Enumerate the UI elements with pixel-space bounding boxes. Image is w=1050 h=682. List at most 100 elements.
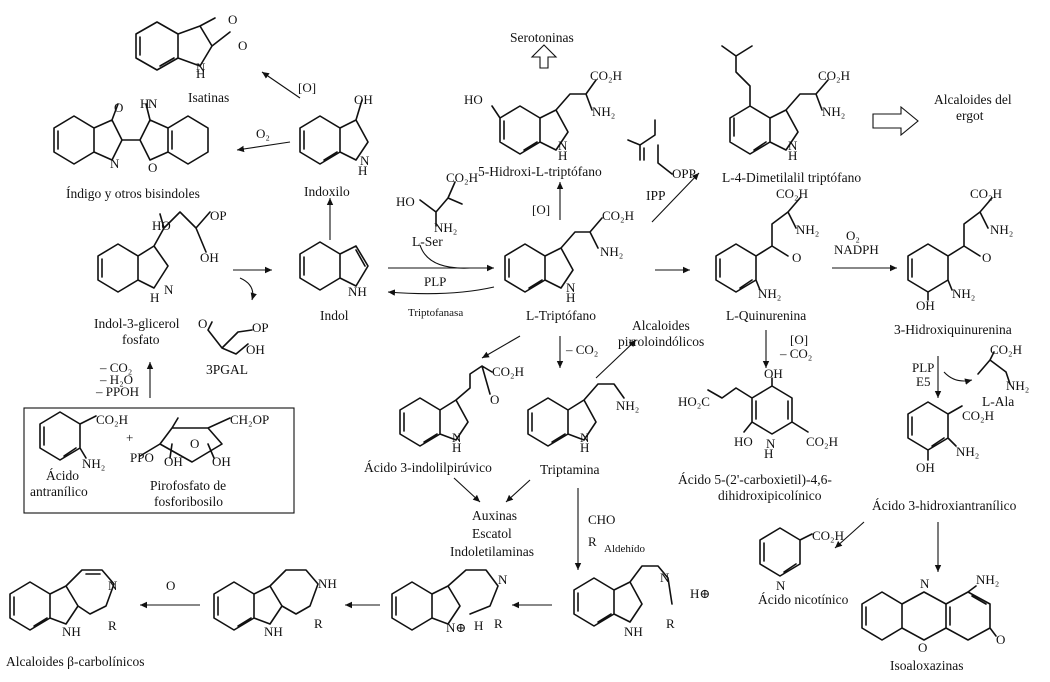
antranilico-co2h: CO₂H [96, 412, 128, 427]
indol-bonds [299, 241, 369, 291]
igp-oh: OH [200, 250, 219, 265]
label-indol: Indol [320, 308, 349, 323]
hq-nh2: NH₂ [990, 222, 1013, 237]
ala-co2h: CO₂H [990, 342, 1022, 357]
reagent-hplus: H⊕ [690, 586, 710, 601]
esp-n: N [498, 572, 508, 587]
tpt-n: N [580, 430, 590, 445]
igp-bonds [97, 211, 211, 293]
label-isoaloxazinas: Isoaloxazinas [890, 658, 963, 673]
reagent-o1: [O] [298, 80, 316, 95]
arrow-3pgal-release [239, 277, 257, 301]
antranilico-bonds [39, 411, 97, 461]
label-antranilico-1: Ácido [46, 468, 79, 483]
label-indoxilo: Indoxilo [304, 184, 350, 199]
atom-labels: O O H N O H N N O OH H N NH HO OH OP H N… [62, 12, 1029, 655]
haa-nh2: NH₂ [956, 444, 979, 459]
espiro-bonds [391, 569, 499, 631]
arrow-indoxilo-isatinas [261, 71, 301, 99]
betacarbolina-bonds [9, 569, 115, 631]
label-indoletil: Indoletilaminas [450, 544, 534, 559]
isoaloxazina-bonds [861, 585, 997, 641]
pic-n: N [766, 436, 776, 451]
label-antranilico-2: antranílico [30, 484, 88, 499]
label-aldehido: Aldehído [604, 543, 645, 555]
hidroxiantranilico-bonds [907, 401, 963, 461]
reagent-plus: + [126, 430, 133, 445]
label-igp-1: Indol-3-glicerol [94, 316, 180, 331]
htp-h: H [558, 148, 567, 163]
thc-nh: NH [318, 576, 337, 591]
label-escatol: Escatol [472, 526, 512, 541]
igp-h: H [150, 290, 159, 305]
label-picolinico-2: dihidroxipicolínico [718, 488, 822, 503]
reagent-co2-quin: – CO₂ [779, 346, 812, 361]
label-lquin: L-Quinurenina [726, 308, 806, 323]
pir-co2h: CO₂H [492, 364, 524, 379]
reagent-o3: [O] [532, 202, 550, 217]
arrow-trp-dmat [651, 172, 700, 223]
esp-r: R [494, 616, 503, 631]
label-nicotinico: Ácido nicotínico [758, 592, 849, 607]
igp-op: OP [210, 208, 227, 223]
indolilpiruvico-bonds [399, 365, 493, 447]
indigo-n2: N [110, 156, 120, 171]
open-arrow-serotoninas [530, 44, 558, 69]
arrow-ser-curve [419, 244, 471, 269]
compound-names: Isatinas Índigo y otros bisindoles Indox… [6, 30, 1017, 673]
trp-n: N [566, 280, 576, 295]
pir-n: N [452, 430, 462, 445]
nic-n: N [776, 578, 786, 593]
label-isatinas: Isatinas [188, 90, 229, 105]
label-ltrp: L-Triptófano [526, 308, 596, 323]
picolinico-bonds [707, 377, 809, 435]
quin-co2h: CO₂H [776, 186, 808, 201]
im-n: N [660, 570, 670, 585]
htp-co2h: CO₂H [590, 68, 622, 83]
haa-oh: OH [916, 460, 935, 475]
label-prpp-1: Pirofosfato de [150, 478, 226, 493]
dmat-h: H [788, 148, 797, 163]
label-ergot-2: ergot [956, 108, 984, 123]
label-indigo: Índigo y otros bisindoles [66, 186, 200, 201]
dmat-bonds [721, 45, 829, 155]
reagent-triptofanasa: Triptofanasa [408, 307, 463, 319]
ala-nh2: NH₂ [1006, 378, 1029, 393]
bc-r: R [108, 618, 117, 633]
reagent-plp: PLP [424, 274, 446, 289]
arrow-lala-release [943, 371, 973, 385]
im-r: R [666, 616, 675, 631]
htp-bonds [491, 79, 597, 155]
ser-nh2: NH₂ [434, 220, 457, 235]
iso-nh2: NH₂ [976, 572, 999, 587]
precursors-box [23, 407, 295, 514]
reagent-h2o: – H₂O [99, 372, 133, 387]
prpp-oh2: OH [212, 454, 231, 469]
haa-co2h: CO₂H [962, 408, 994, 423]
arrow-triptamina-auxinas [505, 479, 531, 503]
label-dmat: L-4-Dimetilalil triptófano [722, 170, 861, 185]
label-lala: L-Ala [982, 394, 1014, 409]
indol-nh: NH [348, 284, 367, 299]
label-5htp: 5-Hidroxi-L-triptófano [478, 164, 602, 179]
htp-nh2: NH₂ [592, 104, 615, 119]
arrow-indoxilo-indigo [236, 141, 291, 153]
label-auxinas: Auxinas [472, 508, 517, 523]
indigo-o2: O [148, 160, 157, 175]
reagent-o2: O₂ [256, 126, 270, 141]
reagent-nadph: NADPH [834, 242, 879, 257]
pgal-bonds [207, 321, 253, 355]
iso-o1: O [918, 640, 927, 655]
isatina-o2: O [238, 38, 247, 53]
indigo-h1: H [140, 96, 149, 111]
tpt-h: H [580, 440, 589, 455]
tetrahidro-bonds [213, 569, 319, 631]
reagent-plp2: PLP [912, 360, 934, 375]
label-pgal: 3PGAL [206, 362, 248, 377]
indigo-bonds [53, 103, 209, 165]
arrow-antranilico-nicotinico [834, 521, 865, 549]
prpp-ppo: PPO [130, 450, 154, 465]
ald-cho: CHO [588, 512, 615, 527]
iso-o2: O [996, 632, 1005, 647]
label-lser: L-Ser [412, 234, 443, 249]
